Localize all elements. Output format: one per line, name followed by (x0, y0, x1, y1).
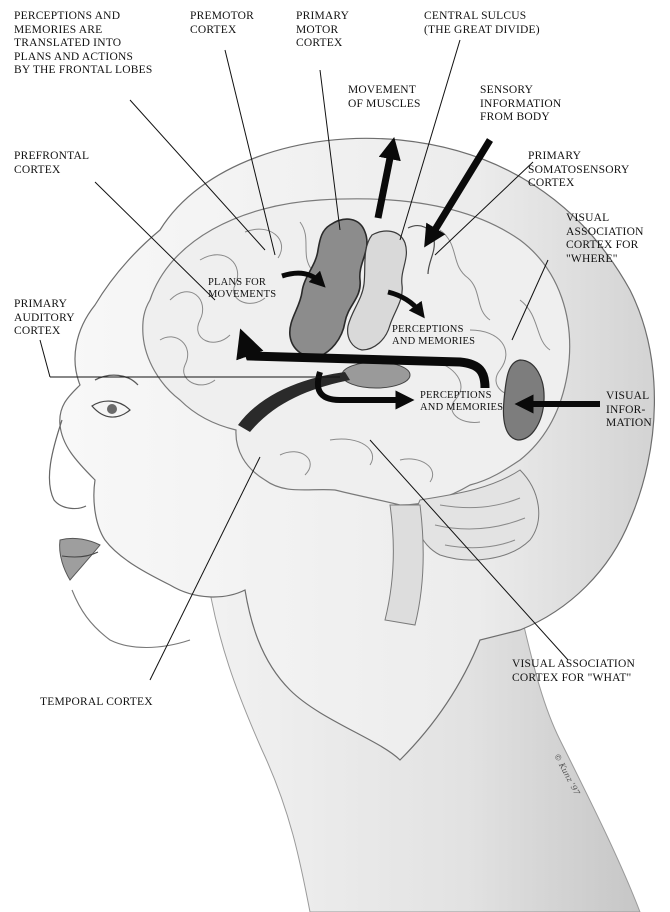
label-central-sulcus: CENTRAL SULCUS (THE GREAT DIVIDE) (424, 10, 540, 37)
label-primary-motor-cortex: PRIMARY MOTOR CORTEX (296, 10, 349, 51)
label-frontal-translation: PERCEPTIONS AND MEMORIES ARE TRANSLATED … (14, 10, 152, 78)
label-temporal-cortex: TEMPORAL CORTEX (40, 696, 153, 710)
label-perceptions-lower: PERCEPTIONS AND MEMORIES (420, 390, 503, 414)
lips (60, 538, 100, 580)
label-prefrontal-cortex: PREFRONTAL CORTEX (14, 150, 89, 177)
label-visual-where: VISUAL ASSOCIATION CORTEX FOR "WHERE" (566, 212, 644, 266)
label-movement-of-muscles: MOVEMENT OF MUSCLES (348, 84, 421, 111)
chin (72, 590, 190, 648)
label-primary-auditory: PRIMARY AUDITORY CORTEX (14, 298, 75, 339)
label-premotor-cortex: PREMOTOR CORTEX (190, 10, 254, 37)
label-primary-somatosensory: PRIMARY SOMATOSENSORY CORTEX (528, 150, 629, 191)
label-visual-what: VISUAL ASSOCIATION CORTEX FOR "WHAT" (512, 658, 635, 685)
label-visual-information: VISUAL INFOR- MATION (606, 390, 652, 431)
auditory-cortex-patch (342, 362, 410, 388)
label-perceptions-upper: PERCEPTIONS AND MEMORIES (392, 324, 475, 348)
label-plans-for-movements: PLANS FOR MOVEMENTS (208, 277, 276, 301)
label-sensory-information: SENSORY INFORMATION FROM BODY (480, 84, 561, 125)
